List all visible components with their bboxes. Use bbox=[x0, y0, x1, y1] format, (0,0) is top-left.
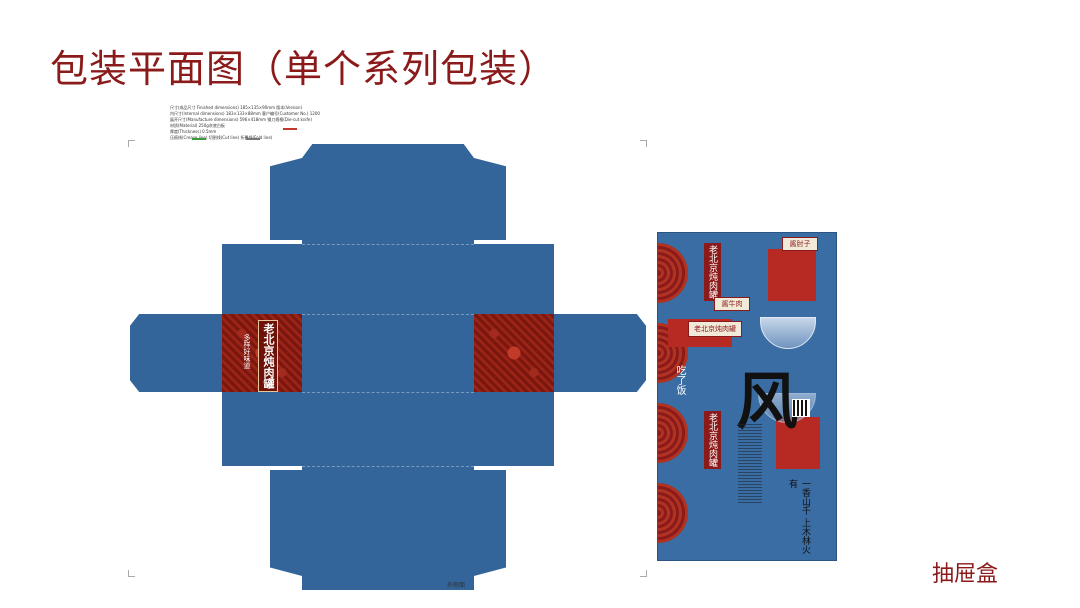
spec-gray-swatch bbox=[246, 138, 260, 140]
bottom-flap bbox=[302, 576, 474, 590]
left-tuck bbox=[130, 314, 222, 392]
spec-red-swatch bbox=[283, 128, 297, 130]
page-title: 包装平面图（单个系列包装） bbox=[50, 47, 558, 91]
lower-right-flap bbox=[474, 470, 506, 576]
slogan: 一香山千 上木林火有 bbox=[787, 479, 810, 554]
top-flap bbox=[302, 144, 474, 158]
box-type-label: 抽屉盒 bbox=[932, 562, 999, 587]
spec-line: 压痕线(Crease line) 切割线(Cut line) 折叠线(Fold … bbox=[170, 135, 273, 140]
fold-line bbox=[302, 244, 474, 245]
product-vertical: 老北京炖肉罐 bbox=[704, 243, 721, 301]
red-band-right bbox=[474, 314, 554, 392]
crop-mark bbox=[640, 140, 647, 147]
tag-pork: 酱肘子 bbox=[782, 237, 818, 251]
crop-mark bbox=[128, 570, 135, 577]
spec-line: 材质(Material) 250g灰底白板 bbox=[170, 123, 225, 128]
upper-right-flap bbox=[474, 158, 506, 240]
spec-line: 内尺寸(Internal dimensions) 183×133×88mm 客户… bbox=[170, 111, 320, 116]
spec-line: 尺寸(成品尺寸 Finished dimensions) 185×135×90m… bbox=[170, 105, 303, 110]
spec-green-swatch bbox=[192, 138, 206, 140]
qr-code bbox=[792, 399, 810, 417]
lower-left-flap bbox=[270, 470, 302, 576]
spec-block: 尺寸(成品尺寸 Finished dimensions) 185×135×90m… bbox=[170, 105, 320, 141]
tag-beef: 酱牛肉 bbox=[714, 297, 750, 311]
upper-left-flap bbox=[270, 158, 302, 240]
right-tuck bbox=[554, 314, 646, 392]
red-card-top bbox=[768, 249, 816, 301]
spec-line: 展开尺寸(Manufacture dimensions) 596×418mm 钢… bbox=[170, 117, 312, 122]
cup-graphic bbox=[760, 317, 816, 349]
crop-mark bbox=[128, 140, 135, 147]
ornament-wave bbox=[658, 483, 688, 543]
crop-mark bbox=[640, 570, 647, 577]
center-column bbox=[302, 158, 474, 590]
ornament-wave bbox=[658, 243, 688, 303]
product-vertical-2: 老北京炖肉罐 bbox=[704, 411, 721, 469]
red-card-low bbox=[776, 417, 820, 469]
text-column bbox=[738, 423, 762, 503]
band-text-sub: 多样好味道 bbox=[243, 334, 251, 369]
fold-line bbox=[302, 392, 474, 393]
bottom-label: 外侧面 bbox=[447, 582, 466, 589]
artwork-preview: 老北京炖肉罐 老北京炖肉罐 老北京炖肉罐 酱牛肉 酱肘子 吃了饭 风 一香山千 … bbox=[657, 232, 837, 561]
band-text-main: 老北京炖肉罐 bbox=[258, 320, 278, 392]
ornament-wave bbox=[658, 403, 688, 463]
spec-line: 厚度(Thickness) 0.5mm bbox=[170, 129, 217, 134]
fold-line bbox=[302, 466, 474, 467]
fold-line bbox=[302, 314, 474, 315]
side-text: 吃了饭 bbox=[674, 365, 685, 395]
product-plate: 老北京炖肉罐 bbox=[688, 321, 742, 337]
